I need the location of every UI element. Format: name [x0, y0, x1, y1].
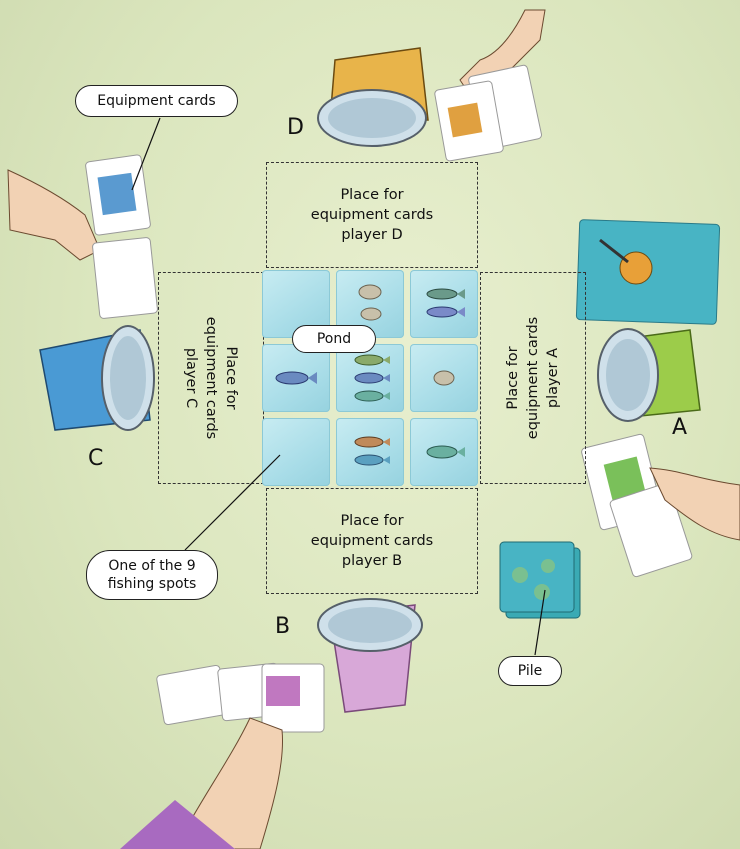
zone-line: Place for [505, 346, 521, 410]
zone-line: player D [341, 227, 403, 243]
hand-d-icon [434, 9, 546, 162]
bucket-b-icon [317, 598, 423, 713]
zone-line: equipment cards [203, 316, 219, 440]
fishing-spot-4 [262, 344, 330, 412]
fish-icon [426, 288, 465, 318]
hand-a-icon [581, 433, 740, 578]
callout-pile: Pile [498, 656, 562, 686]
zone-line: player C [183, 347, 199, 409]
zone-label-player-b: Place for equipment cards player B [272, 511, 472, 571]
zone-line: player A [545, 347, 561, 409]
fish-icon [275, 371, 317, 385]
player-label-b: B [275, 614, 291, 639]
callout-pond: Pond [292, 325, 376, 353]
zone-line: Place for [340, 187, 404, 203]
fishing-spot-5 [336, 344, 404, 412]
zone-label-player-c: Place for equipment cards player C [181, 278, 241, 478]
callout-fishing-spot: One of the 9 fishing spots [86, 550, 218, 600]
fish-icon [354, 436, 390, 466]
zone-label-player-a: Place for equipment cards player A [503, 278, 563, 478]
fishing-spot-8 [336, 418, 404, 486]
pile-icon [499, 541, 581, 619]
zone-player-a [480, 272, 586, 484]
stone-icon [433, 370, 455, 386]
pond [262, 270, 482, 490]
fishing-spot-7 [262, 418, 330, 486]
bucket-c-icon [39, 325, 155, 431]
zone-line: equipment cards [310, 533, 434, 549]
stones-icon [358, 284, 382, 321]
zone-line: equipment cards [525, 316, 541, 440]
zone-line: Place for [223, 346, 239, 410]
zone-player-d [266, 162, 478, 268]
player-label-c: C [88, 446, 104, 471]
fishing-spot-6 [410, 344, 478, 412]
hand-b-icon [120, 662, 325, 849]
callout-fishing-spot-text: One of the 9 fishing spots [107, 558, 197, 592]
callout-equipment-cards: Equipment cards [75, 85, 238, 117]
fish-icon [426, 445, 465, 459]
zone-line: Place for [340, 513, 404, 529]
player-label-d: D [287, 115, 304, 140]
zone-line: player B [341, 553, 403, 569]
zone-line: equipment cards [310, 207, 434, 223]
fishing-spot-3 [410, 270, 478, 338]
lure-card-icon [575, 219, 721, 325]
fish-icon [354, 354, 390, 402]
fishing-spot-9 [410, 418, 478, 486]
bucket-a-icon [597, 328, 701, 422]
player-label-a: A [672, 415, 688, 440]
bucket-d-icon [317, 47, 429, 147]
zone-label-player-d: Place for equipment cards player D [272, 185, 472, 245]
hand-c-icon [7, 154, 158, 319]
